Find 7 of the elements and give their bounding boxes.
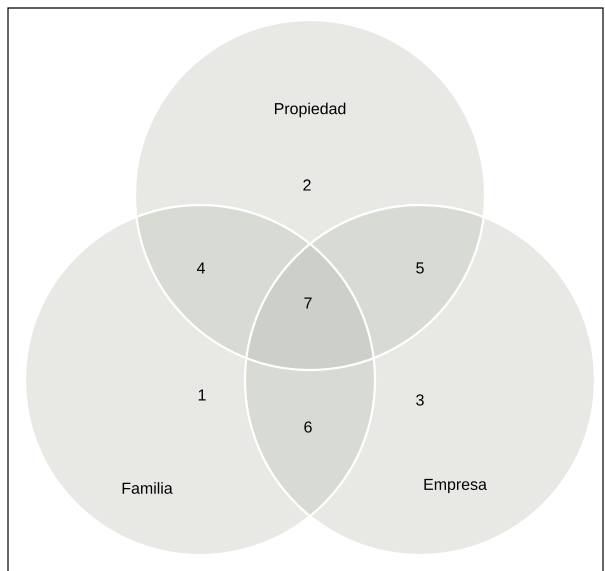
region-number: 3 — [416, 394, 424, 406]
region-number: 6 — [304, 421, 312, 433]
region-number: 2 — [303, 179, 311, 191]
region-number: 5 — [416, 262, 424, 274]
region-number: 7 — [304, 298, 312, 308]
region-number: 4 — [196, 262, 205, 274]
region-number: 1 — [198, 390, 206, 400]
